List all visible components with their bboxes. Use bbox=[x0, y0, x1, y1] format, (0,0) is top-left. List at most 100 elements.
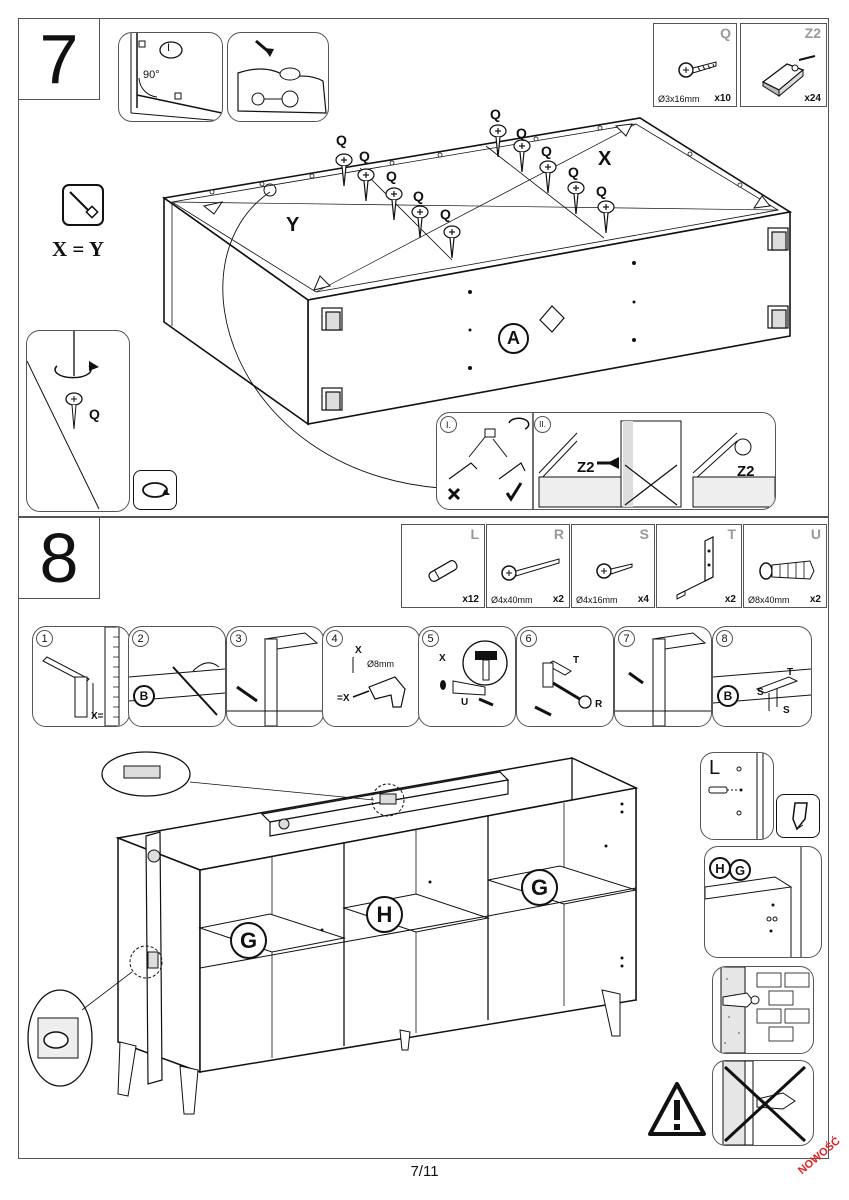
bracket-screw-drawing bbox=[534, 660, 592, 717]
screw-q-label: Q bbox=[89, 406, 100, 422]
part-box-q: Q Ø3x16mm x10 bbox=[653, 23, 737, 107]
part-quantity: x2 bbox=[809, 594, 821, 605]
square-check-icon bbox=[62, 184, 104, 226]
short-screw-icon bbox=[596, 563, 633, 579]
substep-text: X= bbox=[91, 711, 104, 722]
plug-u-label: U bbox=[461, 697, 469, 708]
screw-s-label: S bbox=[757, 687, 764, 698]
part-quantity: x2 bbox=[724, 594, 736, 605]
part-code: Q bbox=[720, 25, 731, 41]
cam-press-inset bbox=[227, 32, 329, 122]
substep-number: 4 bbox=[326, 630, 343, 647]
screw-icon bbox=[678, 61, 717, 78]
drill-size: Ø8mm bbox=[367, 659, 394, 669]
substep-7: 7 bbox=[614, 626, 712, 727]
part-dimension: Ø4x40mm bbox=[491, 595, 533, 605]
screw-r-label: R bbox=[595, 699, 603, 710]
glue-icon bbox=[776, 794, 820, 838]
z2-label: Z2 bbox=[577, 459, 595, 476]
detail-g-label: G bbox=[729, 859, 751, 881]
page-number: 7/11 bbox=[410, 1163, 439, 1180]
substep-4: 4 X Ø8mm =X bbox=[322, 626, 420, 727]
step-7-number: 7 bbox=[19, 19, 100, 100]
warning-icon bbox=[648, 1080, 706, 1138]
diagonal-x-label: X bbox=[598, 148, 612, 170]
substep-number: 7 bbox=[618, 630, 635, 647]
screw-q-label: Q bbox=[490, 106, 501, 122]
drill-x-bottom: =X bbox=[337, 693, 350, 704]
screw-q-label: Q bbox=[336, 132, 347, 148]
detail-ii-marker: II. bbox=[534, 416, 551, 433]
shelf-g-label: G bbox=[521, 869, 558, 906]
part-code: L bbox=[470, 526, 479, 542]
part-dimension: Ø3x16mm bbox=[658, 94, 700, 104]
screw-q-label: Q bbox=[413, 188, 424, 204]
dowel-detail-inset: L bbox=[700, 752, 774, 840]
part-quantity: x24 bbox=[804, 93, 821, 104]
angle-label: 90° bbox=[143, 69, 160, 81]
part-quantity: x2 bbox=[552, 594, 564, 605]
equation-x-equals-y: X = Y bbox=[52, 237, 105, 261]
rotate-icon bbox=[133, 470, 177, 510]
diagonal-y-label: Y bbox=[286, 214, 300, 236]
substep-number: 5 bbox=[422, 630, 439, 647]
hammer-plug-drawing bbox=[440, 640, 508, 707]
drill-x-top: X bbox=[355, 645, 362, 656]
substep-6: 6 T R bbox=[516, 626, 614, 727]
drill-drawing bbox=[352, 657, 406, 708]
hand-press-drawing bbox=[237, 39, 327, 114]
bracket-t-label: T bbox=[787, 667, 794, 678]
dowel-l-label: L bbox=[709, 757, 721, 779]
panel-b-label: B bbox=[133, 685, 155, 707]
part-quantity: x4 bbox=[637, 594, 649, 605]
panel-b-label: B bbox=[717, 685, 739, 707]
z2-label: Z2 bbox=[737, 463, 755, 480]
corner-angle-drawing bbox=[130, 33, 222, 121]
wrong-install-drawing bbox=[722, 1061, 807, 1145]
part-box-s: S Ø4x16mm x4 bbox=[571, 524, 655, 608]
part-box-z2: Z2 x24 bbox=[740, 23, 827, 107]
screw-q-label: Q bbox=[440, 206, 451, 222]
screw-q-label: Q bbox=[516, 125, 527, 141]
part-quantity: x12 bbox=[462, 594, 479, 605]
wall-plug-icon bbox=[759, 560, 815, 580]
bracket-t-label: T bbox=[573, 655, 580, 666]
screwdriver-inset: Q bbox=[26, 330, 130, 512]
screw-q-label: Q bbox=[386, 168, 397, 184]
part-dimension: Ø4x16mm bbox=[576, 595, 618, 605]
cabinet-side-drawing bbox=[227, 632, 323, 726]
substep-number: 6 bbox=[520, 630, 537, 647]
screw-q-label: Q bbox=[359, 148, 370, 164]
part-box-l: L x12 bbox=[401, 524, 485, 608]
bracket-icon bbox=[761, 55, 816, 98]
part-dimension: Ø8x40mm bbox=[748, 595, 790, 605]
dowel-detail-drawing bbox=[708, 753, 764, 839]
shelf-h-label: H bbox=[366, 896, 403, 933]
substep-number: 3 bbox=[230, 630, 247, 647]
substep-8: 8 B T S S bbox=[712, 626, 812, 727]
bracket-measure-drawing bbox=[42, 627, 120, 726]
substep-3: 3 bbox=[226, 626, 324, 727]
substep-number: 1 bbox=[36, 630, 53, 647]
substep-number: 2 bbox=[132, 630, 149, 647]
shelf-detail-inset: H G bbox=[704, 846, 822, 958]
screw-q-label: Q bbox=[596, 183, 607, 199]
panel-a-label: A bbox=[498, 323, 529, 354]
part-box-r: R Ø4x40mm x2 bbox=[486, 524, 570, 608]
shelf-detail-drawing bbox=[705, 847, 802, 957]
wall-plug-drawing bbox=[720, 967, 810, 1053]
substep-5: 5 X U bbox=[418, 626, 516, 727]
cabinet-push-drawing bbox=[615, 632, 711, 726]
plug-x-label: X bbox=[439, 653, 446, 664]
screw-q-label: Q bbox=[541, 143, 552, 159]
shelf-g-label: G bbox=[230, 922, 267, 959]
part-box-u: U Ø8x40mm x2 bbox=[743, 524, 827, 608]
part-code: U bbox=[810, 526, 821, 542]
part-box-t: T x2 bbox=[656, 524, 742, 608]
part-quantity: x10 bbox=[714, 93, 731, 104]
screw-s-label: S bbox=[783, 705, 790, 716]
screw-q-label: Q bbox=[568, 164, 579, 180]
substep-2: 2 B bbox=[128, 626, 226, 727]
cabinet-top-view-drawing bbox=[161, 117, 793, 489]
bracket-detail-inset: I. II. Z2 Z2 bbox=[436, 412, 776, 510]
